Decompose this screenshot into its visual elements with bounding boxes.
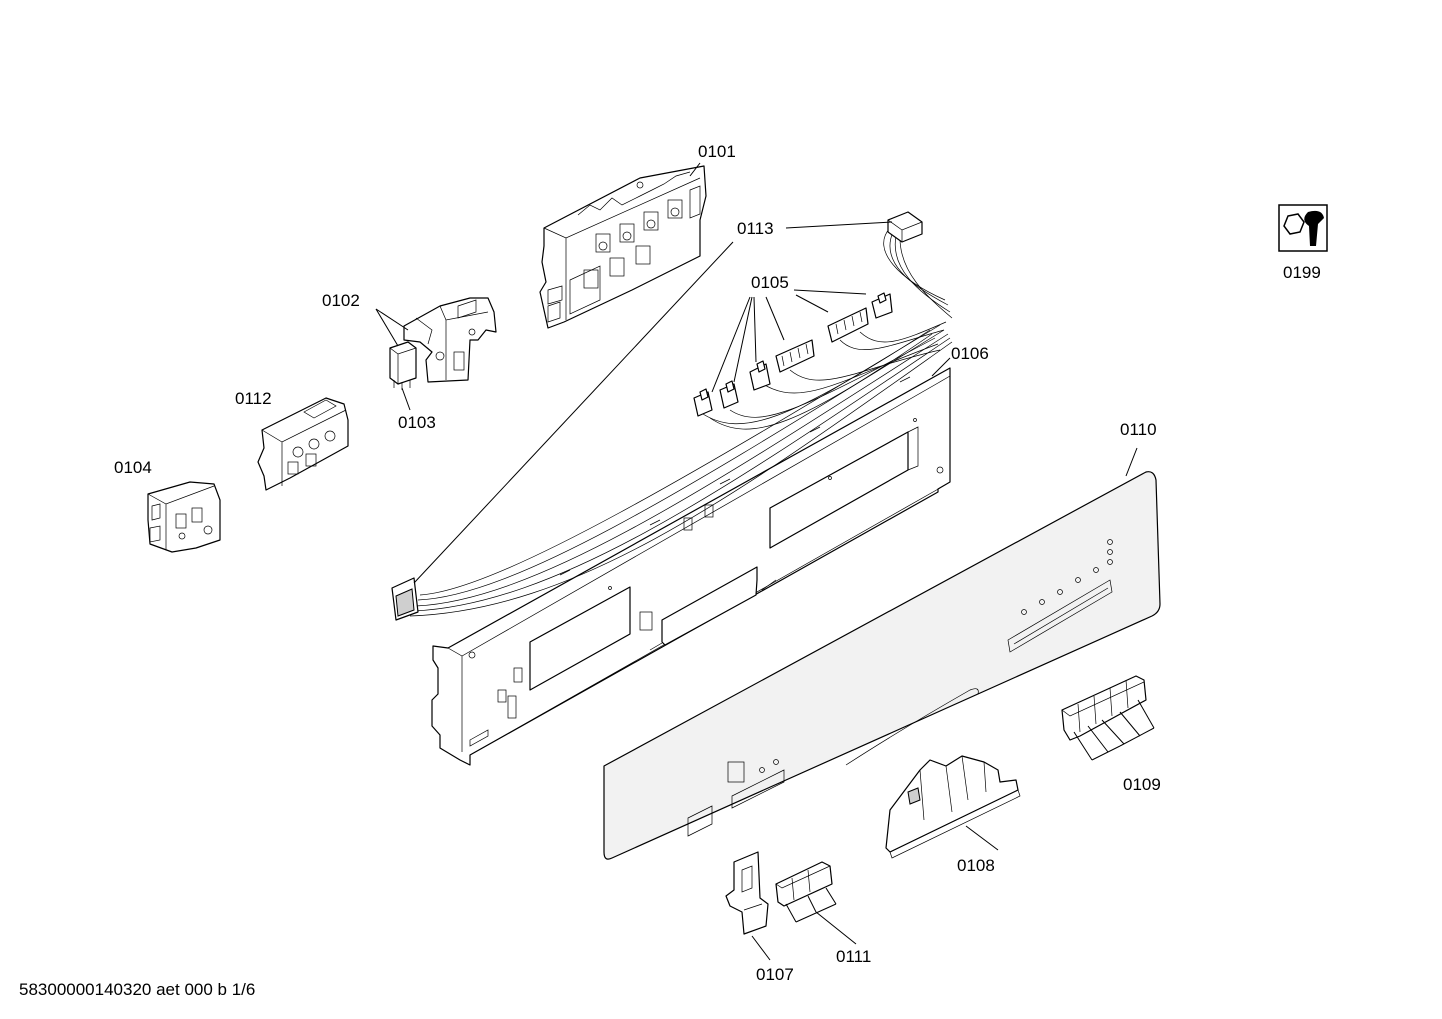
part-0110-fascia[interactable] <box>603 471 1161 860</box>
part-0105-connectors[interactable] <box>693 292 947 430</box>
label-0108: 0108 <box>957 856 995 875</box>
part-0103-small-relay[interactable] <box>389 341 417 390</box>
part-0104-switch-block[interactable] <box>147 481 221 553</box>
part-0102-relay-bracket[interactable] <box>403 297 497 383</box>
label-0101: 0101 <box>698 142 736 161</box>
part-0108-handle[interactable] <box>885 755 1021 859</box>
label-0107: 0107 <box>756 965 794 984</box>
part-labels: 0101 0113 0105 0102 0106 0112 0103 0110 … <box>114 142 1321 984</box>
part-0109-button-set[interactable] <box>1061 675 1147 741</box>
label-0111: 0111 <box>836 947 871 966</box>
part-0112-module[interactable] <box>257 397 349 491</box>
label-0110: 0110 <box>1120 420 1157 439</box>
label-0106: 0106 <box>951 344 989 363</box>
part-0101-electronic-module[interactable] <box>539 165 707 329</box>
part-0106-panel-frame[interactable] <box>431 367 951 766</box>
part-0107-clip[interactable] <box>725 851 769 935</box>
label-0112: 0112 <box>235 389 272 408</box>
part-0113-wiring-harness[interactable] <box>391 211 953 621</box>
leader-lines <box>375 162 1155 961</box>
label-0102: 0102 <box>322 291 360 310</box>
label-0199: 0199 <box>1283 263 1321 282</box>
label-0105: 0105 <box>751 273 789 292</box>
label-0109: 0109 <box>1123 775 1161 794</box>
document-code: 58300000140320 aet 000 b 1/6 <box>19 980 256 999</box>
part-0111-button-set[interactable] <box>775 861 833 907</box>
label-0104: 0104 <box>114 458 152 477</box>
label-0103: 0103 <box>398 413 436 432</box>
label-0113: 0113 <box>737 219 774 238</box>
wrench-nut-icon <box>1278 204 1328 252</box>
